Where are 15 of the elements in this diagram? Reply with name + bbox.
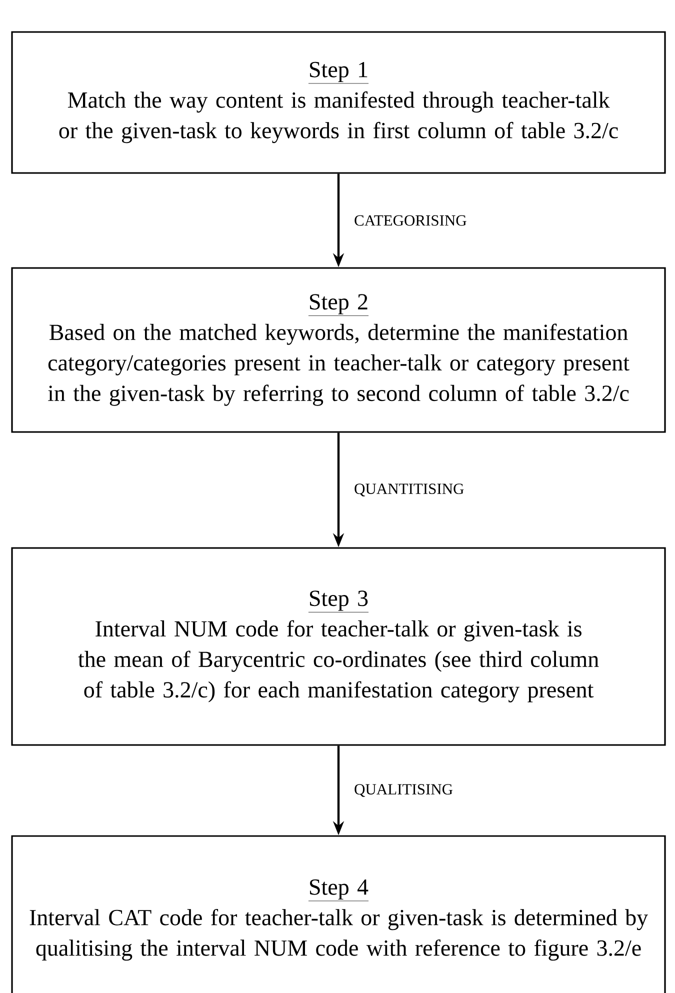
process-box — [11, 547, 666, 746]
step-description: Match the way content is manifested through teacher-talk or the given-task to keywords in first column of table 3.2/c — [59, 91, 618, 144]
step-description: Interval NUM code for teacher-talk or given-task is the mean of Barycentric co-ordinates (see third column of table 3.2/c) for each manifestation category present — [78, 620, 599, 702]
step-heading: Step 3 — [308, 590, 369, 612]
process-box — [11, 835, 666, 993]
step-heading: Step 1 — [308, 62, 369, 84]
edge-label: QUALITISING — [354, 784, 453, 797]
step-description: Based on the matched keywords, determine the manifestation category/categories present in teacher-talk or category present in the given-task by referring to second column of table 3.2/c — [48, 324, 630, 406]
edge-label: CATEGORISING — [354, 215, 466, 226]
edge-label: QUANTITISING — [354, 484, 464, 496]
step-description: Interval CAT code for teacher-talk or given-task is determined by qualitising the interval NUM code with reference to figure 3.2/e — [30, 908, 648, 961]
step-heading: Step 4 — [308, 879, 369, 902]
step-heading: Step 2 — [308, 294, 369, 316]
process-box — [11, 267, 666, 433]
process-box — [11, 31, 666, 174]
